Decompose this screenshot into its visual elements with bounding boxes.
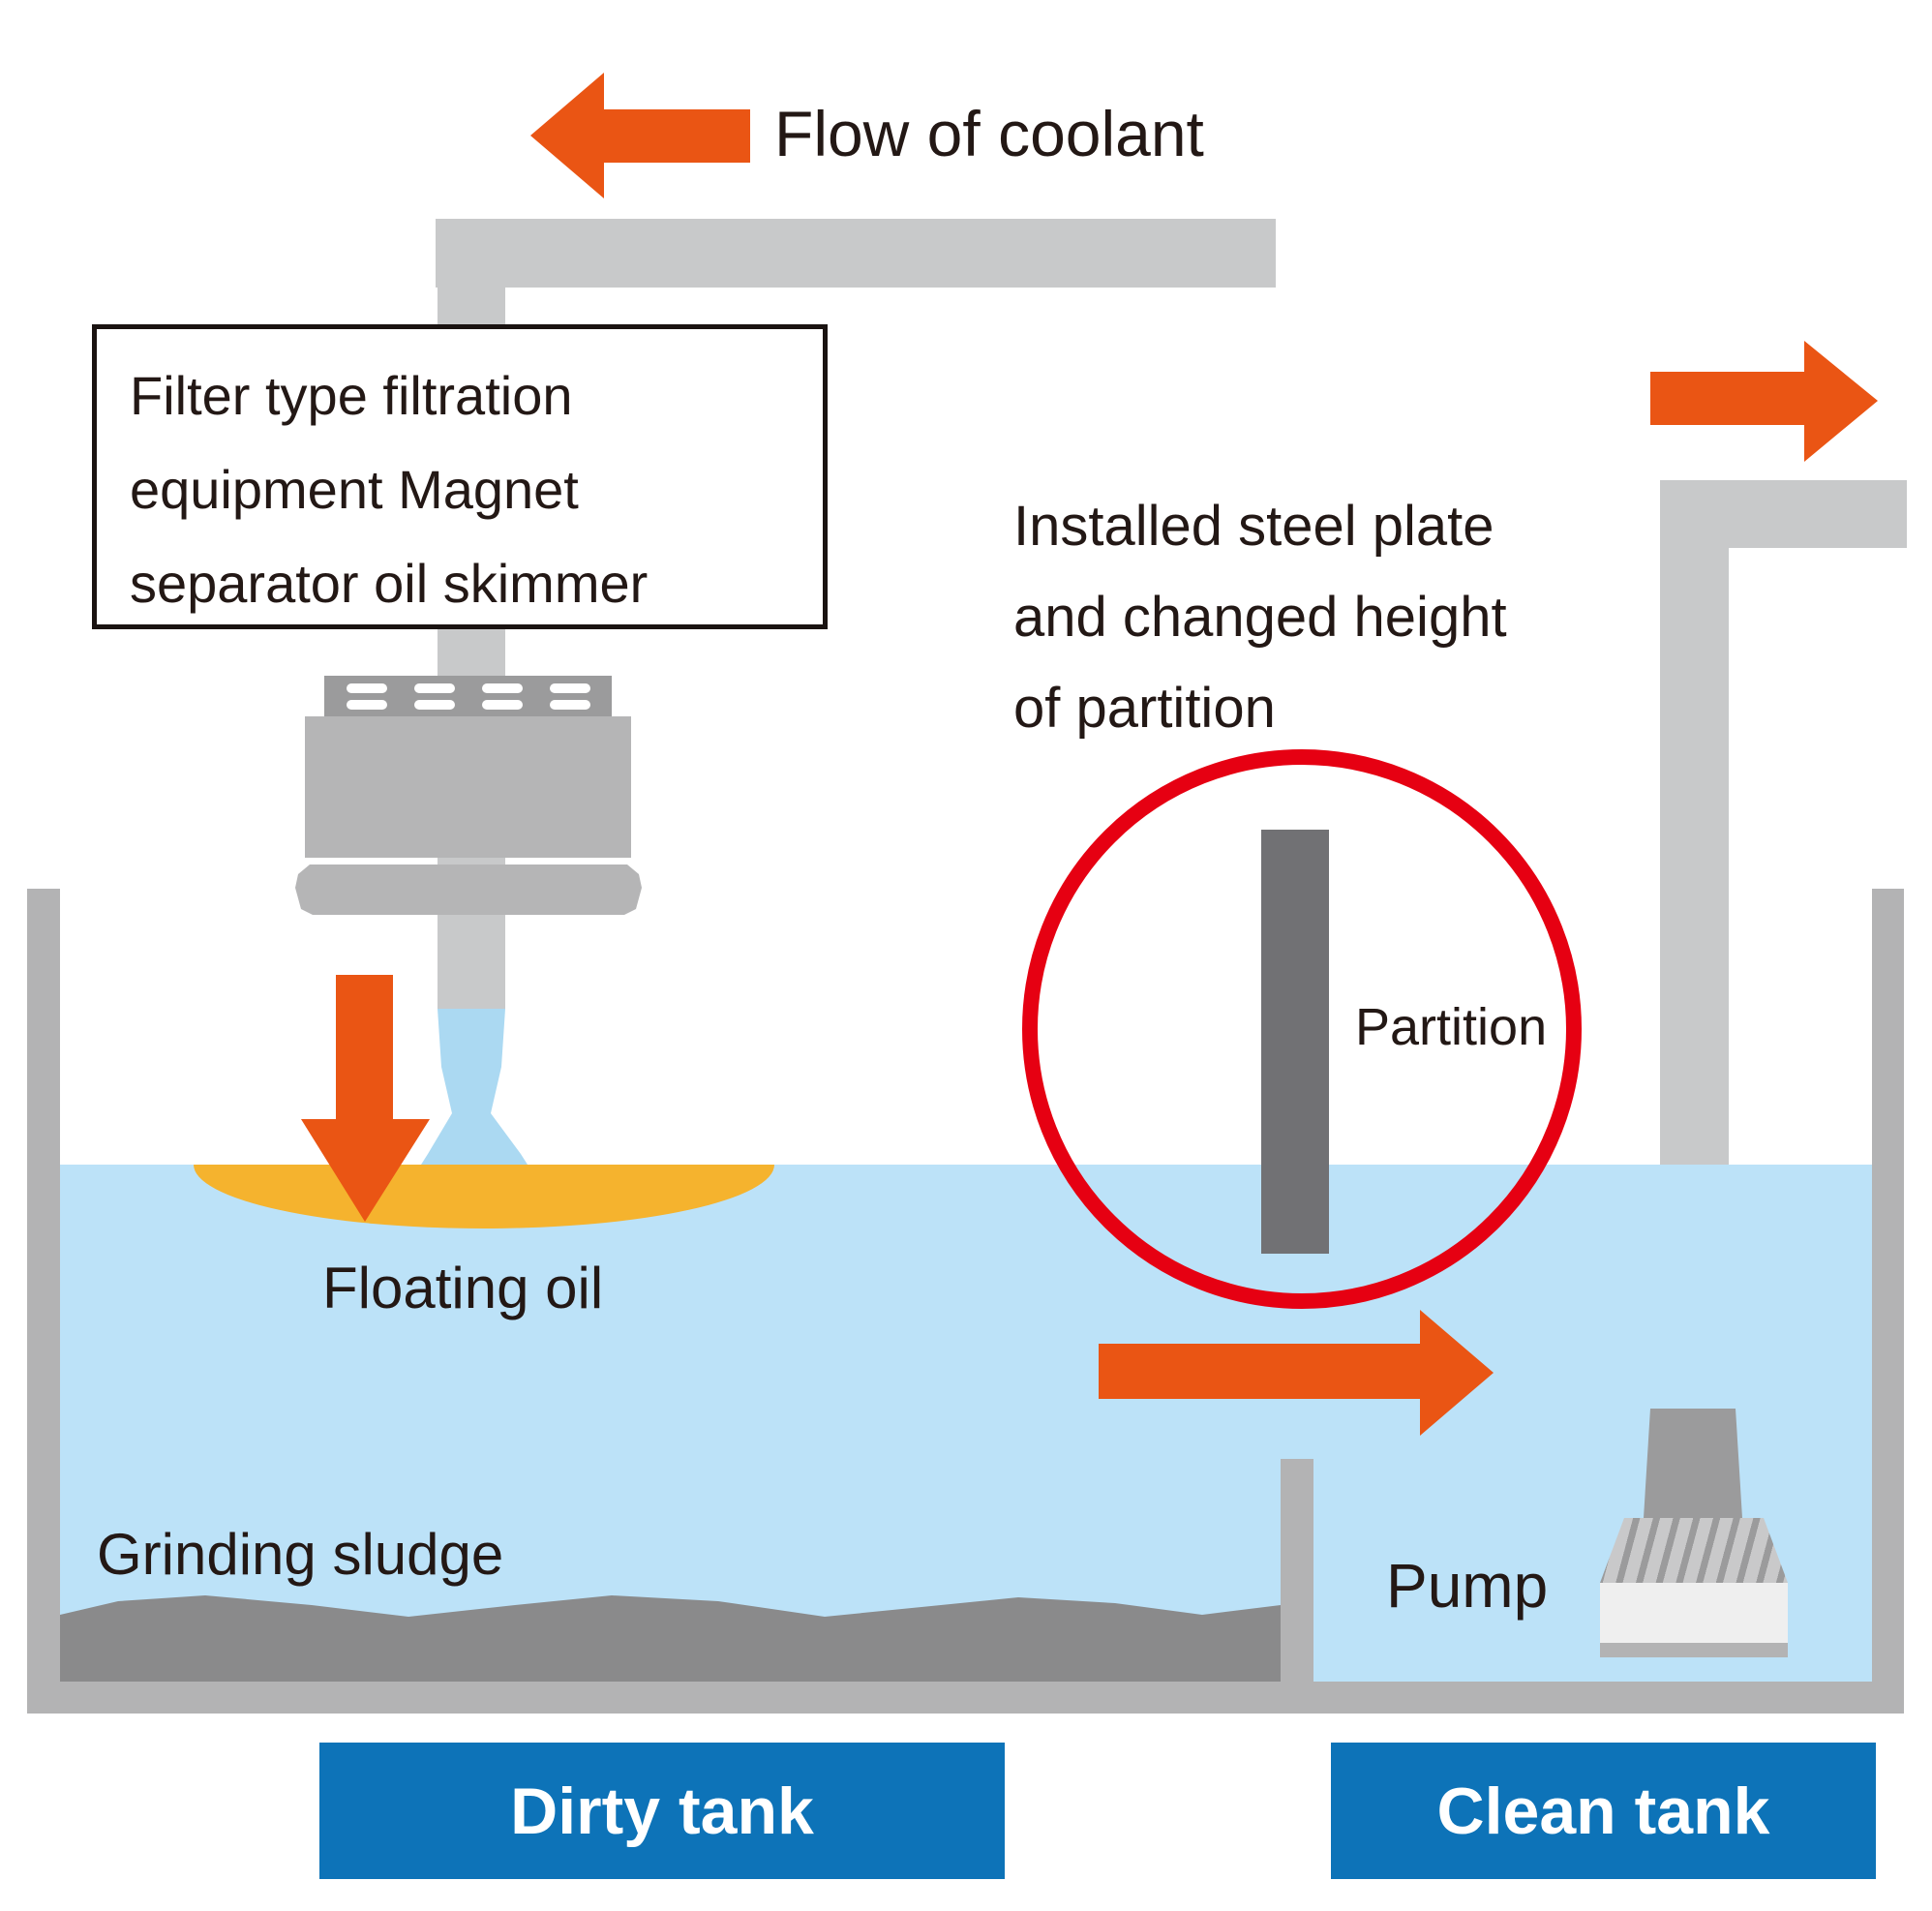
tank-weir-wall xyxy=(1281,1459,1313,1682)
vent-slot xyxy=(413,699,455,710)
floating-oil-label: Floating oil xyxy=(322,1256,604,1320)
filter-unit-body xyxy=(305,716,631,858)
tank-left-wall xyxy=(27,889,60,1714)
partition-note-line-3: of partition xyxy=(1013,677,1276,740)
vent-slot xyxy=(481,699,523,710)
partition-label: Partition xyxy=(1355,998,1548,1056)
grinding-sludge-label: Grinding sludge xyxy=(97,1522,504,1587)
vent-slot xyxy=(346,682,387,693)
vent-slot xyxy=(346,699,387,710)
filter-label-line-1: Filter type filtration xyxy=(130,365,573,426)
outflow-right-arrow-icon xyxy=(1650,341,1878,462)
partition-note-line-1: Installed steel plate xyxy=(1013,495,1494,558)
clean-tank-label: Clean tank xyxy=(1436,1774,1770,1848)
filter-label-line-2: equipment Magnet xyxy=(130,459,579,520)
coolant-pipe-top xyxy=(436,219,1276,288)
coolant-water xyxy=(60,1165,1872,1682)
tank-right-wall xyxy=(1872,889,1904,1714)
vent-slot xyxy=(549,699,590,710)
dirty-tank-label: Dirty tank xyxy=(510,1774,814,1848)
dirty-tank-badge: Dirty tank xyxy=(319,1743,1005,1879)
clean-tank-badge: Clean tank xyxy=(1331,1743,1876,1879)
filter-label-box: Filter type filtration equipment Magnet … xyxy=(92,324,828,629)
coolant-spray xyxy=(421,1009,528,1165)
pump-grille xyxy=(1600,1518,1788,1583)
partition-note: Installed steel plate and changed height… xyxy=(1013,481,1507,754)
filter-label-line-3: separator oil skimmer xyxy=(130,553,649,614)
pump-base xyxy=(1600,1643,1788,1657)
flow-of-coolant-label: Flow of coolant xyxy=(774,98,1204,169)
pump-label: Pump xyxy=(1386,1551,1549,1621)
partition-note-line-2: and changed height xyxy=(1013,586,1507,649)
vent-slot xyxy=(549,682,590,693)
filter-unit-skirt xyxy=(295,864,642,915)
pump-body-band xyxy=(1600,1583,1788,1643)
grinding-sludge-layer xyxy=(60,1595,1281,1682)
pump-neck xyxy=(1644,1409,1742,1518)
filter-vent-band xyxy=(324,676,612,716)
tank-floor xyxy=(27,1682,1904,1714)
flow-left-arrow-icon xyxy=(530,73,750,198)
partition-steel-plate xyxy=(1261,830,1329,1254)
vent-slot xyxy=(413,682,455,693)
vent-slot xyxy=(481,682,523,693)
